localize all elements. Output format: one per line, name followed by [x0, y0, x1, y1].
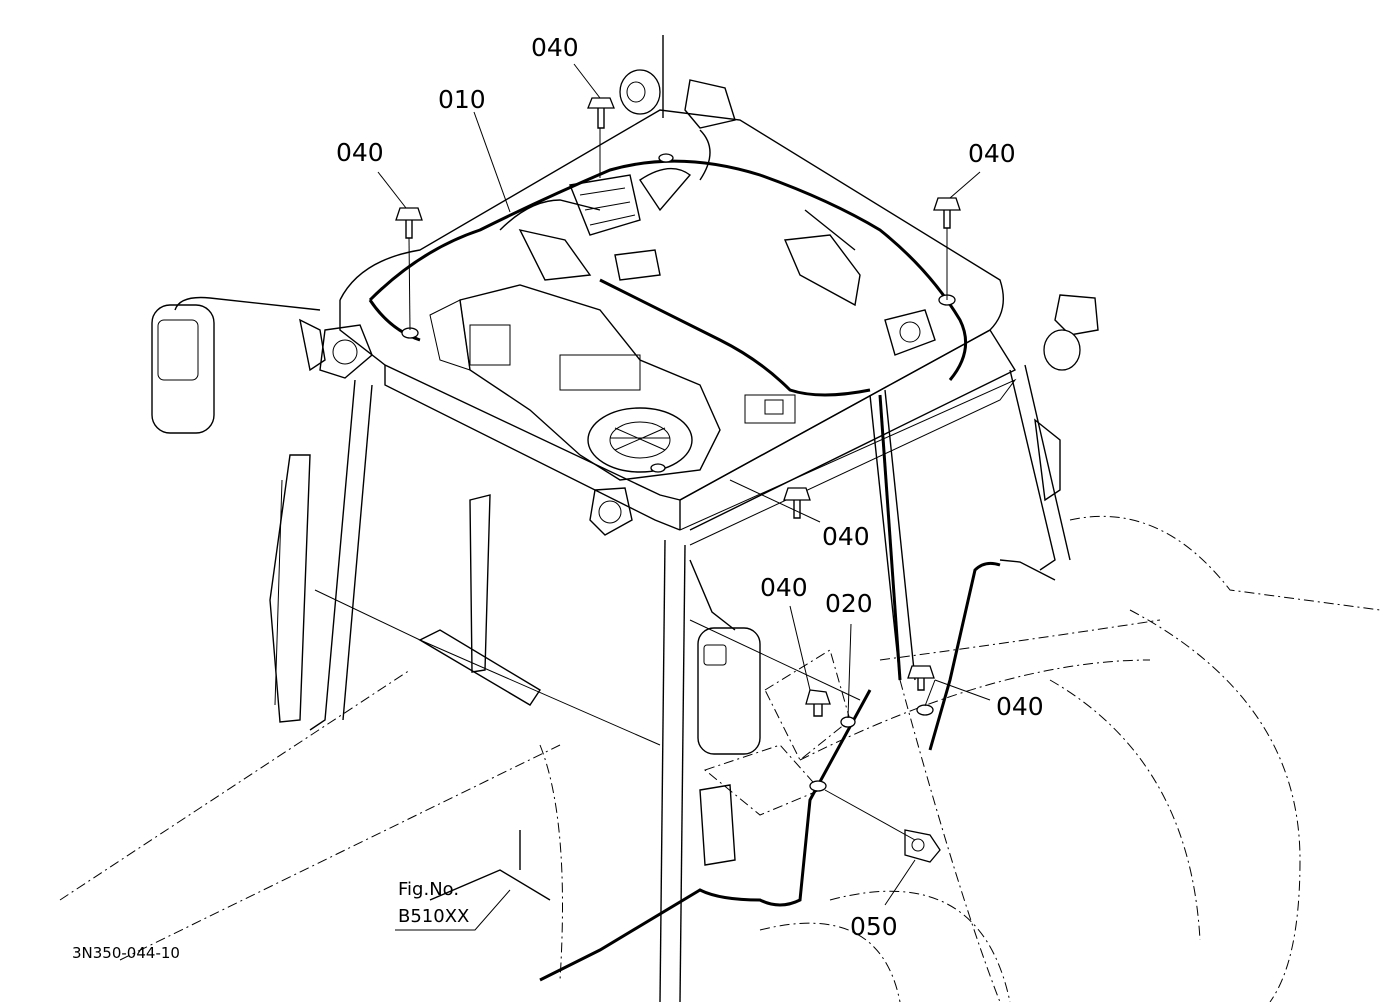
bolt-icon: [783, 487, 811, 519]
bolt-icon: [907, 665, 935, 691]
part-label-040: 040: [760, 573, 808, 602]
part-label-040: 040: [336, 138, 384, 167]
cab-frame: [269, 109, 1071, 1002]
part-label-040: 040: [531, 33, 579, 62]
leader-lines: [377, 63, 991, 931]
part-label-040: 040: [968, 139, 1016, 168]
bolt-icon: [587, 97, 615, 129]
part-label-040: 040: [822, 522, 870, 551]
bolt-icon: [933, 197, 961, 229]
figure-reference-line2: B510XX: [398, 906, 469, 927]
part-label-040: 040: [996, 692, 1044, 721]
bolt-icon: [395, 207, 423, 239]
dome-light: [783, 234, 861, 307]
part-label-050: 050: [850, 912, 898, 941]
right-mirror: [689, 559, 761, 755]
fasteners: [395, 97, 961, 863]
switch-panel: [614, 167, 796, 424]
speaker: [884, 309, 936, 356]
wiring-harness: [368, 129, 1056, 982]
lower-bracket: [699, 649, 851, 866]
bolt-icon: [805, 689, 831, 717]
work-lamps: [319, 69, 1099, 536]
knob-icon: [904, 829, 941, 863]
blower-unit: [429, 284, 721, 481]
tractor-silhouette: [59, 515, 1380, 1002]
drawing-code: 3N350-044-10: [72, 944, 180, 962]
part-label-020: 020: [825, 589, 873, 618]
figure-reference-line1: Fig.No.: [398, 879, 459, 900]
part-labels: 040 010 040 040 040 040 020 040 050: [336, 33, 1044, 941]
relay-block: [518, 174, 641, 281]
part-label-010: 010: [438, 85, 486, 114]
left-mirror: [151, 296, 326, 434]
wiper: [418, 494, 541, 706]
